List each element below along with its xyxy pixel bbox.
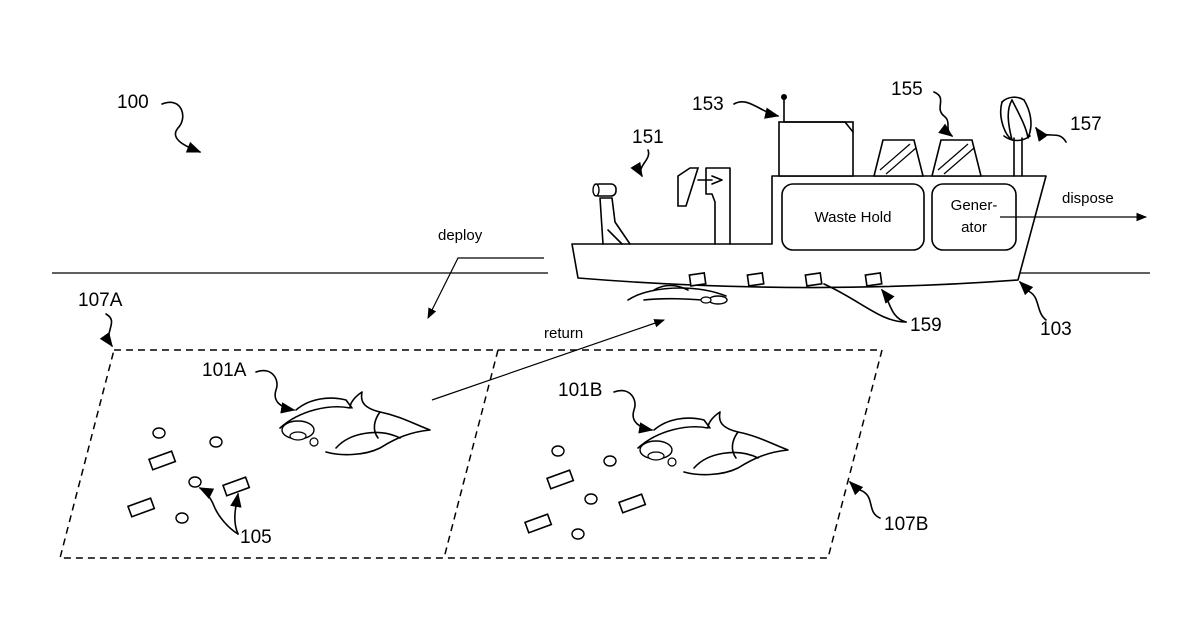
robot-101a bbox=[280, 392, 430, 455]
ref-hull-ports-label: 159 bbox=[910, 315, 942, 336]
ref-zone-b-label: 107B bbox=[884, 514, 928, 535]
ref-launch-crane-label: 151 bbox=[632, 127, 664, 148]
robot-101b bbox=[638, 412, 788, 475]
ref-antenna-leader bbox=[734, 102, 778, 116]
ref-debris-leader-b bbox=[235, 494, 238, 534]
ref-ship-label: 103 bbox=[1040, 319, 1072, 340]
debris-zone-a bbox=[128, 428, 249, 523]
antenna-tip bbox=[781, 94, 787, 100]
generator-label-line1: Gener- bbox=[951, 197, 998, 214]
ref-system-leader bbox=[162, 102, 200, 152]
ref-antenna-label: 153 bbox=[692, 94, 724, 115]
ref-turbine-leader bbox=[1036, 128, 1066, 142]
ref-zone-a-leader bbox=[106, 314, 112, 346]
solar-panel-right bbox=[932, 140, 981, 176]
ref-robot-b-leader bbox=[614, 391, 652, 430]
ship: Waste Hold Gener- ator bbox=[572, 94, 1046, 288]
returning-robot bbox=[628, 286, 727, 305]
ref-solar-label: 155 bbox=[891, 79, 923, 100]
ship-cabin bbox=[779, 122, 853, 176]
return-label: return bbox=[544, 325, 583, 342]
dispose-label: dispose bbox=[1062, 190, 1114, 207]
ref-debris-leader-a bbox=[200, 488, 238, 534]
ref-launch-crane-leader bbox=[641, 150, 649, 176]
ref-debris-label: 105 bbox=[240, 527, 272, 548]
generator-label-line2: ator bbox=[961, 219, 987, 236]
ref-zone-a-label: 107A bbox=[78, 290, 123, 311]
debris-zone-b bbox=[525, 446, 645, 539]
wind-turbine bbox=[1001, 97, 1031, 176]
deploy-label: deploy bbox=[438, 227, 483, 244]
ref-ports-leader-b bbox=[824, 284, 906, 322]
launch-crane bbox=[678, 168, 730, 244]
ref-robot-a-leader bbox=[256, 371, 294, 410]
ref-robot-b-label: 101B bbox=[558, 380, 602, 401]
ref-solar-leader bbox=[934, 92, 952, 136]
ref-robot-a-label: 101A bbox=[202, 360, 247, 381]
ref-zone-b-leader bbox=[850, 482, 880, 518]
zone-a-boundary bbox=[60, 350, 498, 558]
ref-system-label: 100 bbox=[117, 92, 149, 113]
hull-ports bbox=[689, 273, 881, 286]
solar-panel-left bbox=[874, 140, 923, 176]
stern-crane bbox=[593, 184, 630, 244]
ref-ship-leader bbox=[1020, 282, 1046, 320]
waste-hold-label: Waste Hold bbox=[815, 209, 892, 226]
deploy-arrow bbox=[428, 258, 544, 318]
ref-turbine-label: 157 bbox=[1070, 114, 1102, 135]
